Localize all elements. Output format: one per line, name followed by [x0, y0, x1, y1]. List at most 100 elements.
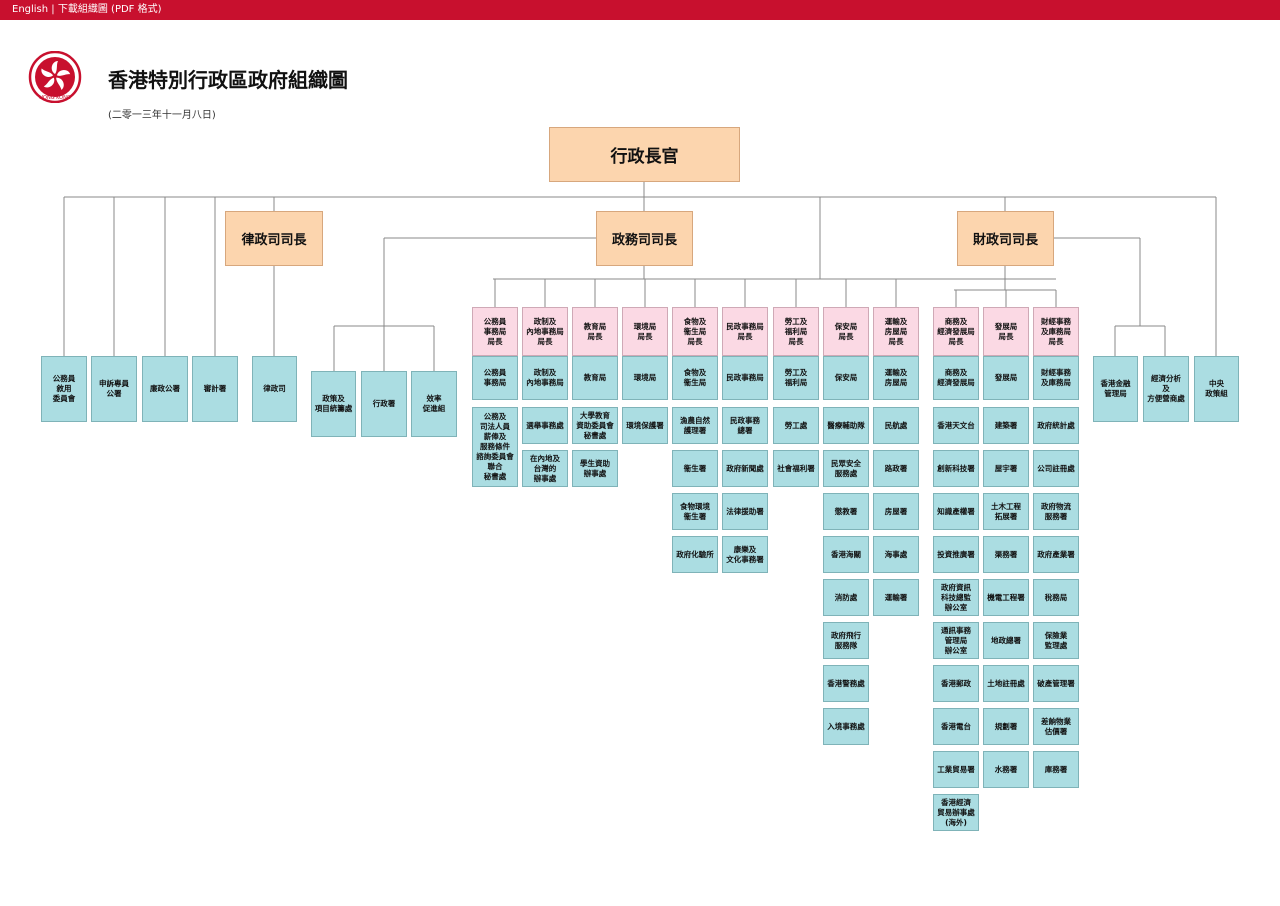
department-box[interactable]: 食物環境 衞生署: [672, 493, 718, 530]
bureau-head-box[interactable]: 公務員 事務局 局長: [472, 307, 518, 356]
department-box[interactable]: 地政總署: [983, 622, 1029, 659]
bureau-head-box[interactable]: 民政事務局 局長: [722, 307, 768, 356]
department-box[interactable]: 政府資訊 科技總監 辦公室: [933, 579, 979, 616]
audit-commission-box[interactable]: 審計署: [192, 356, 238, 422]
central-policy-unit-box[interactable]: 中央 政策組: [1194, 356, 1239, 422]
bureau-box[interactable]: 勞工及 福利局: [773, 356, 819, 400]
bureau-head-box[interactable]: 財經事務 及庫務局 局長: [1033, 307, 1079, 356]
department-box[interactable]: 政府物流 服務署: [1033, 493, 1079, 530]
department-box[interactable]: 在內地及 台灣的 辦事處: [522, 450, 568, 487]
bureau-box[interactable]: 環境局: [622, 356, 668, 400]
department-box[interactable]: 房屋署: [873, 493, 919, 530]
bureau-box[interactable]: 政制及 內地事務局: [522, 356, 568, 400]
chief-executive-box[interactable]: 行政長官: [549, 127, 740, 182]
department-box[interactable]: 香港電台: [933, 708, 979, 745]
department-box[interactable]: 工業貿易署: [933, 751, 979, 788]
chief-secretary-box[interactable]: 政務司司長: [596, 211, 693, 266]
bureau-head-box[interactable]: 政制及 內地事務局 局長: [522, 307, 568, 356]
ombudsman-box[interactable]: 申訴專員 公署: [91, 356, 137, 422]
civil-service-commission-box[interactable]: 公務員 敘用 委員會: [41, 356, 87, 422]
bureau-head-box[interactable]: 保安局 局長: [823, 307, 869, 356]
department-box[interactable]: 規劃署: [983, 708, 1029, 745]
bureau-head-box[interactable]: 食物及 衞生局 局長: [672, 307, 718, 356]
department-box[interactable]: 民政事務 總署: [722, 407, 768, 444]
department-box[interactable]: 政府飛行 服務隊: [823, 622, 869, 659]
department-box[interactable]: 屋宇署: [983, 450, 1029, 487]
bureau-box[interactable]: 保安局: [823, 356, 869, 400]
department-box[interactable]: 公司註冊處: [1033, 450, 1079, 487]
department-box[interactable]: 政府新聞處: [722, 450, 768, 487]
department-box[interactable]: 民眾安全 服務處: [823, 450, 869, 487]
department-box[interactable]: 消防處: [823, 579, 869, 616]
department-box[interactable]: 民航處: [873, 407, 919, 444]
department-box[interactable]: 渠務署: [983, 536, 1029, 573]
bureau-box[interactable]: 財經事務 及庫務局: [1033, 356, 1079, 400]
department-box[interactable]: 水務署: [983, 751, 1029, 788]
bureau-box[interactable]: 教育局: [572, 356, 618, 400]
department-box[interactable]: 懲教署: [823, 493, 869, 530]
department-box[interactable]: 公務及 司法人員 薪俸及 服務條件 諮詢委員會 聯合 秘書處: [472, 407, 518, 487]
department-box[interactable]: 創新科技署: [933, 450, 979, 487]
bureau-head-box[interactable]: 環境局 局長: [622, 307, 668, 356]
department-box[interactable]: 法律援助署: [722, 493, 768, 530]
department-of-justice-box[interactable]: 律政司: [252, 356, 297, 422]
english-link[interactable]: English: [12, 4, 49, 15]
department-box[interactable]: 庫務署: [1033, 751, 1079, 788]
department-box[interactable]: 保險業 監理處: [1033, 622, 1079, 659]
department-box[interactable]: 香港郵政: [933, 665, 979, 702]
secretary-for-justice-box[interactable]: 律政司司長: [225, 211, 323, 266]
department-box[interactable]: 漁農自然 護理署: [672, 407, 718, 444]
topbar-separator: |: [51, 4, 55, 15]
department-box[interactable]: 香港警務處: [823, 665, 869, 702]
bureau-box[interactable]: 發展局: [983, 356, 1029, 400]
department-box[interactable]: 環境保護署: [622, 407, 668, 444]
bureau-head-box[interactable]: 教育局 局長: [572, 307, 618, 356]
department-box[interactable]: 建築署: [983, 407, 1029, 444]
department-box[interactable]: 運輸署: [873, 579, 919, 616]
department-box[interactable]: 香港海關: [823, 536, 869, 573]
department-box[interactable]: 土木工程 拓展署: [983, 493, 1029, 530]
department-box[interactable]: 入境事務處: [823, 708, 869, 745]
department-box[interactable]: 知識產權署: [933, 493, 979, 530]
department-box[interactable]: 差餉物業 估價署: [1033, 708, 1079, 745]
department-box[interactable]: 香港經濟 貿易辦事處 (海外): [933, 794, 979, 831]
bureau-box[interactable]: 食物及 衞生局: [672, 356, 718, 400]
department-box[interactable]: 香港天文台: [933, 407, 979, 444]
department-box[interactable]: 選舉事務處: [522, 407, 568, 444]
icac-box[interactable]: 廉政公署: [142, 356, 188, 422]
department-box[interactable]: 投資推廣署: [933, 536, 979, 573]
department-box[interactable]: 通訊事務 管理局 辦公室: [933, 622, 979, 659]
bureau-head-box[interactable]: 運輸及 房屋局 局長: [873, 307, 919, 356]
department-box[interactable]: 學生資助 辦事處: [572, 450, 618, 487]
department-box[interactable]: 稅務局: [1033, 579, 1079, 616]
bureau-box[interactable]: 商務及 經濟發展局: [933, 356, 979, 400]
bureau-head-box[interactable]: 商務及 經濟發展局 局長: [933, 307, 979, 356]
download-pdf-link[interactable]: 下載組織圖 (PDF 格式): [57, 4, 162, 15]
department-box[interactable]: 勞工處: [773, 407, 819, 444]
department-box[interactable]: 海事處: [873, 536, 919, 573]
department-box[interactable]: 醫療輔助隊: [823, 407, 869, 444]
department-box[interactable]: 土地註冊處: [983, 665, 1029, 702]
bureau-head-box[interactable]: 勞工及 福利局 局長: [773, 307, 819, 356]
department-box[interactable]: 政府化驗所: [672, 536, 718, 573]
department-box[interactable]: 政府產業署: [1033, 536, 1079, 573]
pico-box[interactable]: 政策及 項目統籌處: [311, 371, 356, 437]
department-box[interactable]: 路政署: [873, 450, 919, 487]
department-box[interactable]: 衞生署: [672, 450, 718, 487]
bureau-box[interactable]: 公務員 事務局: [472, 356, 518, 400]
financial-secretary-box[interactable]: 財政司司長: [957, 211, 1054, 266]
bureau-box[interactable]: 民政事務局: [722, 356, 768, 400]
department-box[interactable]: 破產管理署: [1033, 665, 1079, 702]
bureau-head-box[interactable]: 發展局 局長: [983, 307, 1029, 356]
department-box[interactable]: 社會福利署: [773, 450, 819, 487]
hkma-box[interactable]: 香港金融 管理局: [1093, 356, 1138, 422]
efficiency-unit-box[interactable]: 效率 促進組: [411, 371, 457, 437]
administration-wing-box[interactable]: 行政署: [361, 371, 407, 437]
department-box[interactable]: 大學教育 資助委員會 秘書處: [572, 407, 618, 444]
bureau-box[interactable]: 運輸及 房屋局: [873, 356, 919, 400]
department-box[interactable]: 政府統計處: [1033, 407, 1079, 444]
economic-analysis-box[interactable]: 經濟分析 及 方便營商處: [1143, 356, 1189, 422]
department-box[interactable]: 康樂及 文化事務署: [722, 536, 768, 573]
department-box[interactable]: 機電工程署: [983, 579, 1029, 616]
